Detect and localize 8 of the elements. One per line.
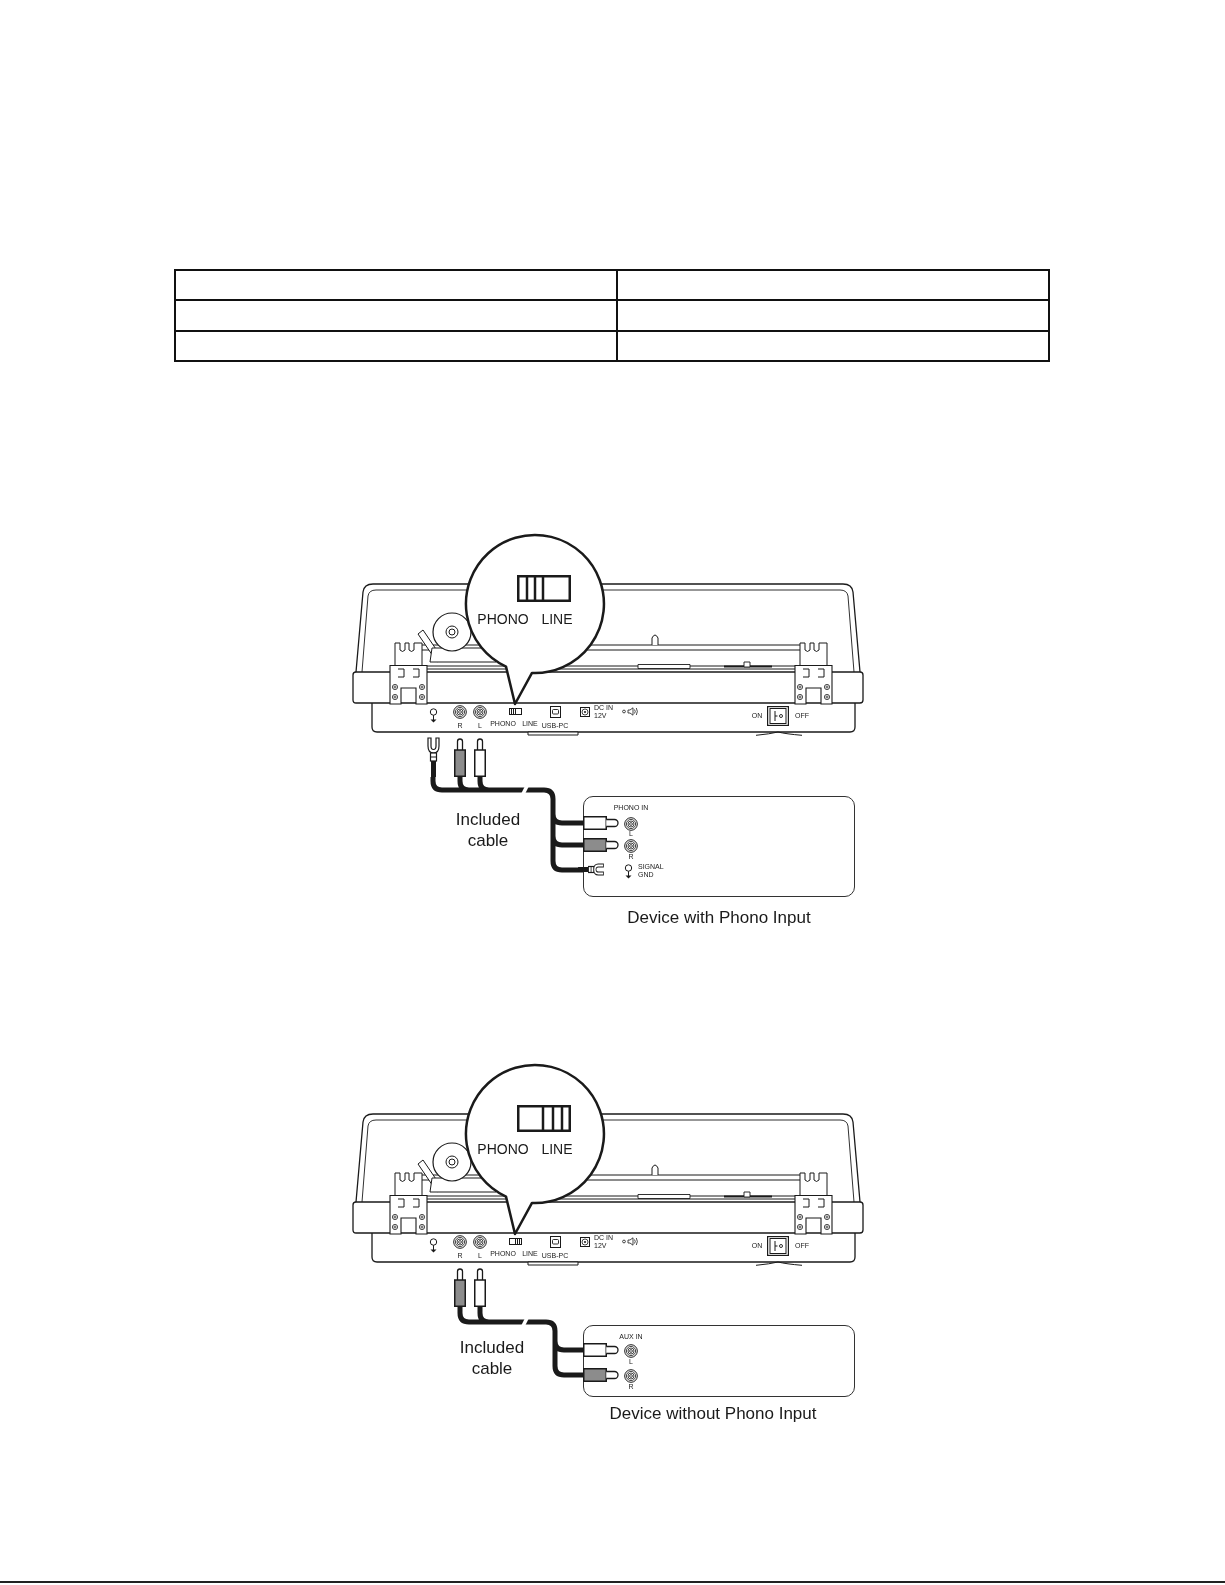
switch-position-label: PHONO xyxy=(477,612,529,628)
switch-position-label: LINE xyxy=(541,1142,573,1158)
cable xyxy=(457,1304,586,1378)
device-caption: Device with Phono Input xyxy=(627,908,811,928)
switch-position-label: PHONO xyxy=(477,1142,529,1158)
device-caption: Device without Phono Input xyxy=(609,1404,817,1424)
switch-position-label: LINE xyxy=(541,612,573,628)
cable xyxy=(430,774,586,873)
